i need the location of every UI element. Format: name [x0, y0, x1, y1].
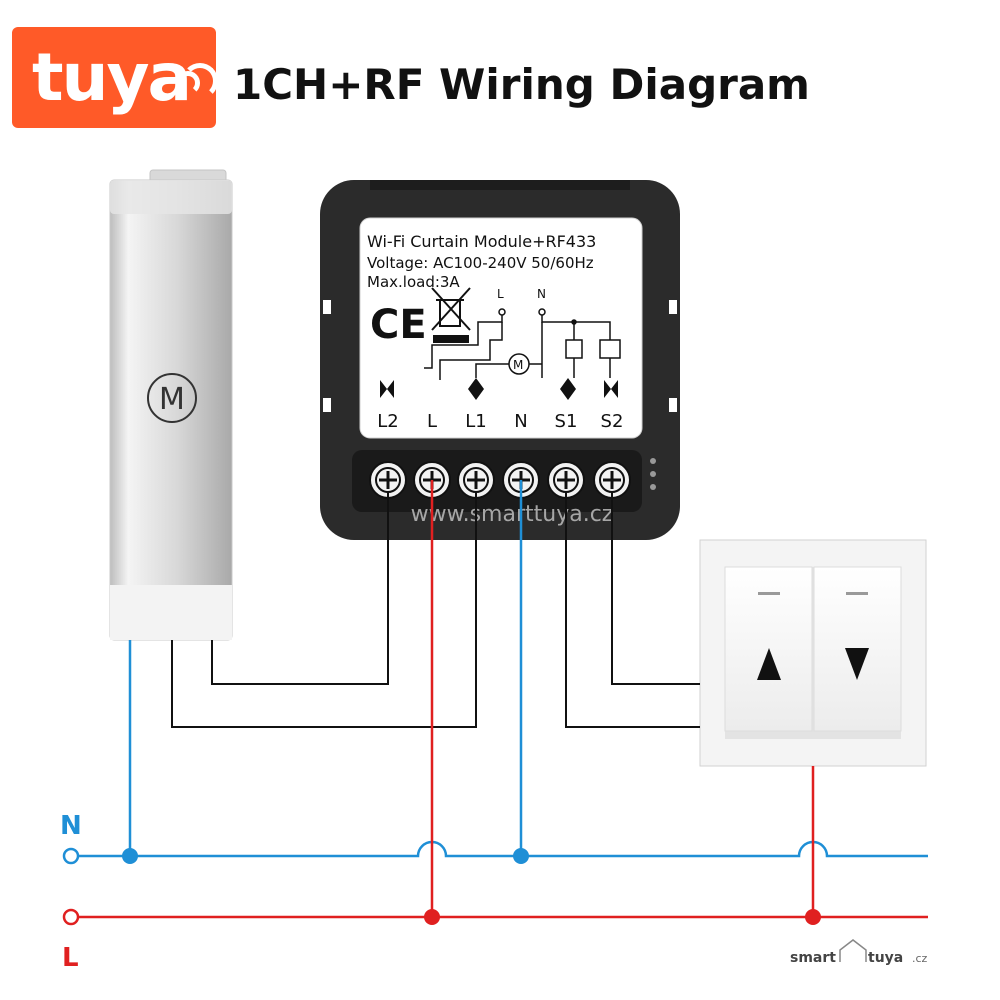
house-icon — [839, 939, 867, 962]
wire-l1-to-motor — [171, 492, 477, 728]
module-label-voltage: Voltage: AC100-240V 50/60Hz — [367, 254, 594, 272]
internal-label-n: N — [537, 287, 546, 301]
screw-cross-icon — [467, 471, 485, 489]
wall-switch — [699, 539, 927, 767]
neutral-terminal — [62, 847, 80, 865]
terminal-label-l1: L1 — [465, 411, 486, 432]
motor-top-band — [110, 180, 232, 214]
arrow-down-icon — [845, 648, 869, 680]
indicator-dot — [650, 458, 656, 464]
terminal-label-l2: L2 — [377, 411, 398, 432]
live-label: L — [62, 943, 79, 973]
live-terminal — [62, 908, 80, 926]
footer-logo-tuya: tuya — [868, 950, 903, 966]
screw-cross-icon — [557, 471, 575, 489]
neutral-junction — [513, 848, 529, 864]
neutral-wires — [78, 480, 928, 858]
internal-label-m: M — [513, 358, 523, 372]
motor-symbol: M — [159, 382, 185, 417]
tuya-logo-text: tuya — [32, 39, 192, 116]
weee-bin-icon — [431, 287, 471, 343]
motor-bottom-band — [110, 585, 232, 640]
page-title: 1CH+RF Wiring Diagram — [233, 60, 810, 109]
footer-logo-smart: smart — [790, 950, 836, 966]
diamond-arrow-icon — [468, 378, 484, 400]
module-label-maxload: Max.load:3A — [367, 273, 460, 291]
internal-circuit: L N M — [424, 287, 621, 380]
footer-logo-domain: .cz — [912, 952, 928, 965]
wire-s2-to-switch — [611, 492, 700, 685]
neutral-junction — [122, 848, 138, 864]
indicator-dot — [650, 484, 656, 490]
bidirectional-arrow-icon — [380, 380, 394, 398]
indicator-dot — [650, 471, 656, 477]
neutral-line — [78, 840, 928, 858]
live-junction — [424, 909, 440, 925]
terminal-label-s1: S1 — [555, 411, 578, 432]
screw-cross-icon — [603, 471, 621, 489]
terminal-symbols — [380, 378, 618, 400]
motor-symbol-circle — [147, 373, 197, 423]
tuya-logo: tuya — [12, 27, 218, 128]
bidirectional-arrow-icon — [604, 380, 618, 398]
wire-s1-to-switch — [565, 492, 700, 728]
module-top-ridge — [370, 180, 630, 190]
switch-indicator — [846, 592, 868, 595]
live-wires — [78, 480, 928, 919]
terminal-label-l: L — [427, 411, 437, 432]
module-clip — [323, 398, 331, 412]
module-clip — [323, 300, 331, 314]
neutral-label: N — [60, 811, 82, 841]
curtain-motor: M — [109, 169, 233, 641]
internal-label-l: L — [497, 287, 504, 301]
terminal-label-s2: S2 — [601, 411, 624, 432]
arrow-up-icon — [757, 648, 781, 680]
diamond-arrow-icon — [560, 378, 576, 400]
watermark: www.smarttuya.cz — [411, 502, 614, 527]
module-label-name: Wi-Fi Curtain Module+RF433 — [367, 232, 596, 251]
curtain-module: Wi-Fi Curtain Module+RF433 Voltage: AC10… — [320, 180, 680, 540]
wifi-arc-large — [182, 63, 218, 99]
wire-l2-to-motor — [211, 492, 389, 685]
terminal-label-n: N — [514, 411, 527, 432]
screw-cross-icon — [379, 471, 397, 489]
ce-mark: CE — [370, 302, 427, 348]
module-clip — [669, 300, 677, 314]
live-junction — [805, 909, 821, 925]
smarttuya-logo: smart tuya .cz — [790, 939, 928, 966]
switch-button-up — [724, 566, 813, 732]
module-clip — [669, 398, 677, 412]
switch-indicator — [758, 592, 780, 595]
control-wires — [171, 492, 700, 728]
terminal-labels: L2 L L1 N S1 S2 — [377, 411, 623, 432]
